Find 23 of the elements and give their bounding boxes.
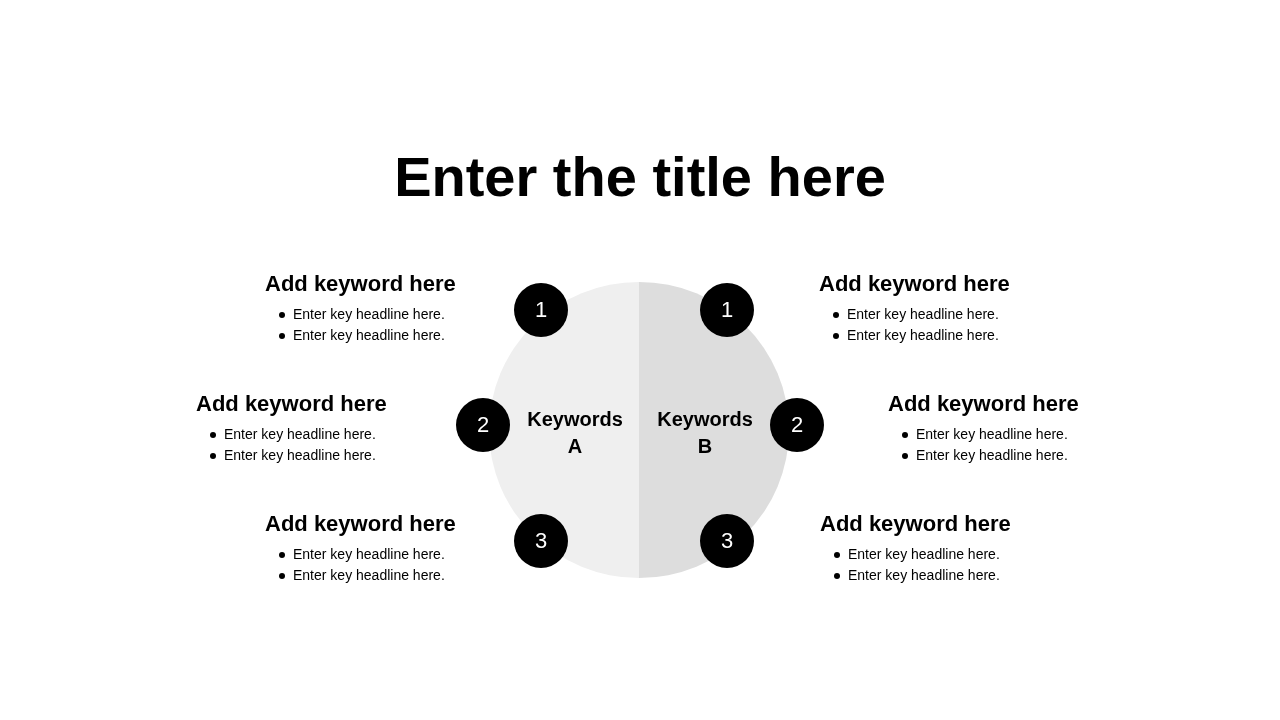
bullet-text: Enter key headline here. [848,566,1000,585]
keyword-heading: Add keyword here [196,390,387,418]
segment-label: Keywords B [656,407,754,459]
keyword-heading: Add keyword here [820,510,1011,538]
bullet-text: Enter key headline here. [293,566,445,585]
number-circle: 2 [456,398,510,452]
keyword-heading: Add keyword here [819,270,1010,298]
bullet-text: Enter key headline here. [224,446,376,465]
number-circle: 2 [770,398,824,452]
bullet-text: Enter key headline here. [293,326,445,345]
bullet-text: Enter key headline here. [916,425,1068,444]
title-text: Enter the title here [393,144,887,210]
bullet-text: Enter key headline here. [293,305,445,324]
segment-label: Keywords A [526,407,624,459]
bullet-text: Enter key headline here. [848,545,1000,564]
bullet-text: Enter key headline here. [293,545,445,564]
bullet-text: Enter key headline here. [916,446,1068,465]
keyword-heading: Add keyword here [265,510,456,538]
bullet-text: Enter key headline here. [847,326,999,345]
bullet-text: Enter key headline here. [224,425,376,444]
keyword-heading: Add keyword here [265,270,456,298]
keyword-heading: Add keyword here [888,390,1079,418]
bullet-text: Enter key headline here. [847,305,999,324]
